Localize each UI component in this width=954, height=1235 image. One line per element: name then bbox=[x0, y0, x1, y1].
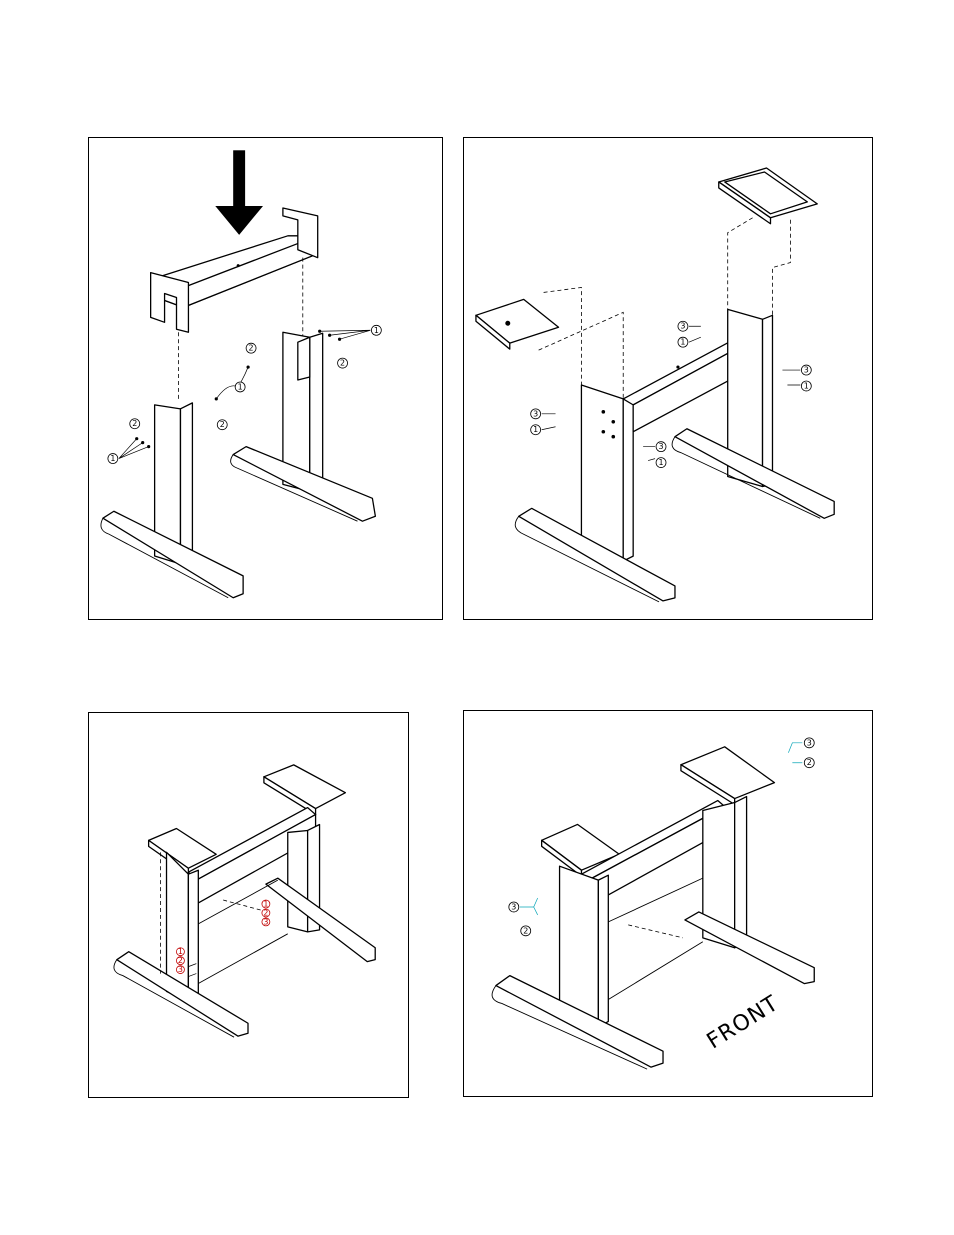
svg-text:2: 2 bbox=[132, 419, 137, 428]
svg-text:3: 3 bbox=[263, 917, 268, 926]
callout-1b: 1 bbox=[371, 325, 381, 335]
step-1-diagram: 1 1 1 2 2 2 2 bbox=[89, 138, 442, 619]
callout-3a: 3 bbox=[509, 902, 519, 912]
svg-text:1: 1 bbox=[659, 458, 664, 467]
svg-text:2: 2 bbox=[807, 758, 812, 767]
svg-text:2: 2 bbox=[178, 956, 183, 965]
callout-3b: 3 bbox=[804, 738, 814, 748]
callout-3d: 3 bbox=[801, 365, 811, 375]
top-plate-left bbox=[476, 299, 559, 349]
callout-1c: 1 bbox=[235, 382, 245, 392]
svg-text:1: 1 bbox=[680, 338, 685, 347]
svg-text:2: 2 bbox=[220, 420, 225, 429]
front-label: FRONT bbox=[703, 991, 784, 1054]
left-leg bbox=[101, 403, 243, 598]
step-4-panel: 3 2 3 2 FRONT bbox=[463, 710, 873, 1097]
svg-text:1: 1 bbox=[374, 326, 379, 335]
svg-text:2: 2 bbox=[249, 344, 254, 353]
callout-red-3a: 3 bbox=[176, 965, 184, 974]
callout-2b: 2 bbox=[804, 758, 814, 768]
callout-red-1b: 1 bbox=[262, 900, 270, 909]
callout-2d: 2 bbox=[217, 420, 227, 430]
callout-1a: 1 bbox=[108, 454, 118, 464]
svg-text:3: 3 bbox=[680, 322, 685, 331]
step-4-diagram: 3 2 3 2 FRONT bbox=[464, 711, 872, 1096]
svg-text:3: 3 bbox=[511, 902, 516, 911]
callout-red-2b: 2 bbox=[262, 908, 270, 917]
right-leg bbox=[231, 332, 376, 521]
callout-red-1a: 1 bbox=[176, 947, 184, 956]
callout-2c: 2 bbox=[338, 358, 348, 368]
callout-3a: 3 bbox=[678, 321, 688, 331]
svg-text:1: 1 bbox=[533, 425, 538, 434]
callout-red-3b: 3 bbox=[262, 917, 270, 926]
svg-text:3: 3 bbox=[659, 442, 664, 451]
svg-text:3: 3 bbox=[533, 409, 538, 418]
callout-red-2a: 2 bbox=[176, 956, 184, 965]
callout-3c: 3 bbox=[656, 442, 666, 452]
down-arrow-icon bbox=[215, 150, 263, 235]
svg-text:3: 3 bbox=[807, 738, 812, 747]
callout-1c: 1 bbox=[656, 458, 666, 468]
step-1-panel: 1 1 1 2 2 2 2 bbox=[88, 137, 443, 620]
svg-text:1: 1 bbox=[804, 381, 809, 390]
svg-text:1: 1 bbox=[110, 454, 115, 463]
top-plate-right bbox=[719, 168, 818, 224]
callout-2b: 2 bbox=[246, 343, 256, 353]
svg-text:2: 2 bbox=[263, 908, 268, 917]
svg-text:3: 3 bbox=[804, 366, 809, 375]
svg-text:1: 1 bbox=[263, 900, 268, 909]
step-3-panel: 1 2 3 1 2 3 bbox=[88, 712, 409, 1098]
step-2-panel: 3 1 3 1 3 1 3 1 bbox=[463, 137, 873, 620]
assembled-frame bbox=[114, 765, 375, 1037]
svg-text:1: 1 bbox=[238, 382, 243, 391]
callout-3b: 3 bbox=[531, 409, 541, 419]
callout-1a: 1 bbox=[678, 337, 688, 347]
callout-1b: 1 bbox=[531, 425, 541, 435]
step-3-diagram: 1 2 3 1 2 3 bbox=[89, 713, 408, 1097]
step-2-diagram: 3 1 3 1 3 1 3 1 bbox=[464, 138, 872, 619]
svg-text:2: 2 bbox=[523, 926, 528, 935]
callout-2a: 2 bbox=[130, 419, 140, 429]
svg-text:3: 3 bbox=[178, 965, 183, 974]
svg-text:2: 2 bbox=[340, 359, 345, 368]
callout-1d: 1 bbox=[801, 381, 811, 391]
callout-2a: 2 bbox=[521, 926, 531, 936]
frame bbox=[515, 309, 834, 602]
svg-text:1: 1 bbox=[178, 947, 183, 956]
